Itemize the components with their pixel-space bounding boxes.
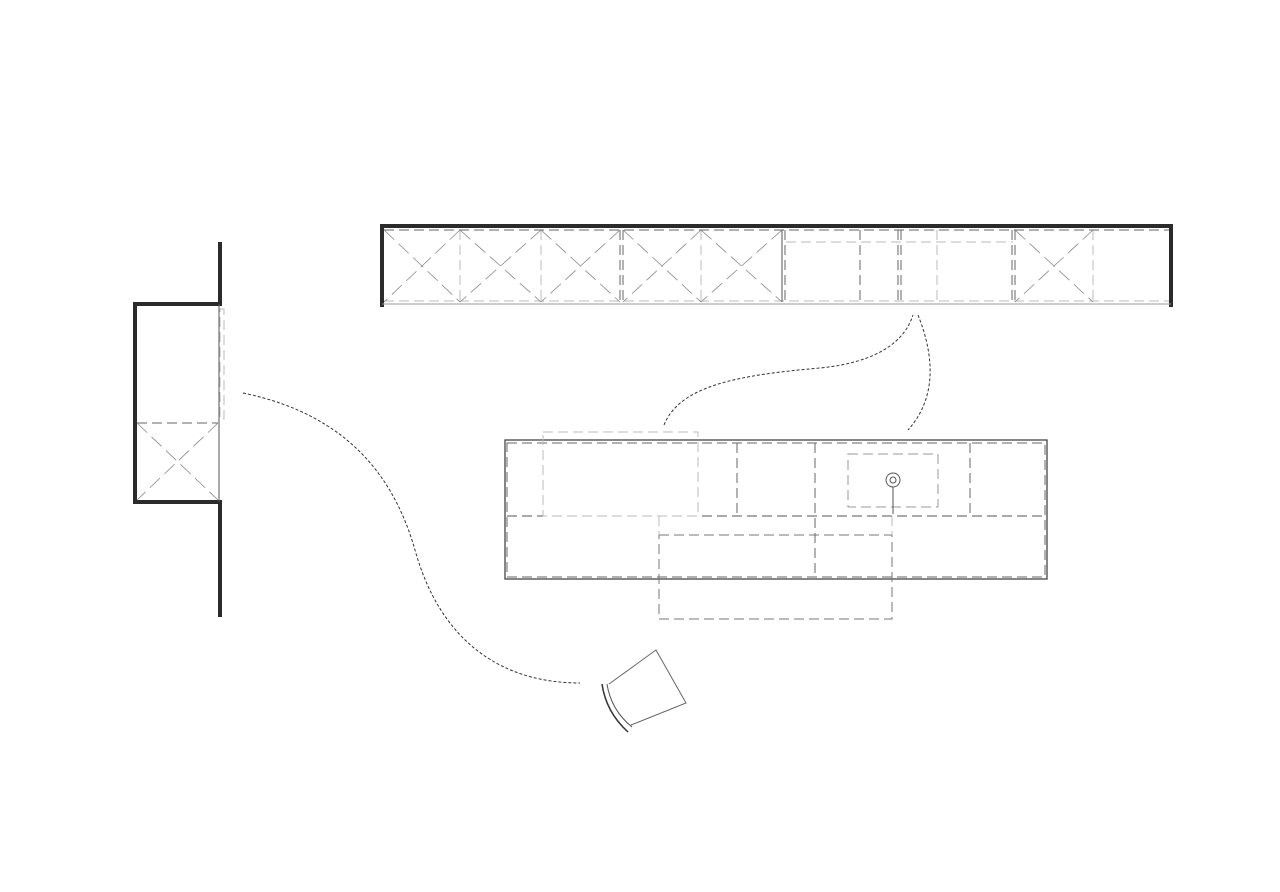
island-outline bbox=[504, 439, 1048, 580]
tap-inner-icon bbox=[889, 476, 897, 484]
cabinet-door-cross bbox=[459, 229, 542, 303]
cabinet-door-cross bbox=[700, 229, 783, 303]
chair bbox=[601, 649, 687, 733]
path-niche-to-chair bbox=[242, 392, 581, 684]
niche-cross-1 bbox=[136, 422, 219, 501]
niche-cabinet bbox=[133, 242, 225, 617]
cabinet-door-cross bbox=[1014, 229, 1094, 303]
path-island-to-cabinet bbox=[663, 314, 914, 426]
niche-door-panel bbox=[219, 308, 225, 420]
island-inner-outline bbox=[506, 442, 1046, 578]
cabinet-door-cross bbox=[383, 229, 461, 303]
niche-wall bbox=[133, 242, 222, 617]
wall-cabinet-run bbox=[380, 224, 1173, 307]
cabinet-wall bbox=[380, 224, 1173, 307]
cooktop-outline bbox=[542, 431, 699, 517]
overhang-outline bbox=[658, 534, 893, 620]
cabinet-door-cross bbox=[622, 229, 702, 303]
chair-seat bbox=[608, 649, 687, 726]
cabinet-door-cross bbox=[700, 229, 783, 303]
chair-back bbox=[601, 683, 629, 733]
cabinet-door-cross bbox=[540, 229, 621, 303]
cabinet-door-cross bbox=[459, 229, 542, 303]
tap-icon bbox=[885, 472, 901, 488]
path-cabinet-to-sink bbox=[907, 314, 931, 431]
kitchen-island bbox=[504, 431, 1048, 620]
chair-back-inner bbox=[606, 683, 633, 728]
niche-cross-2 bbox=[136, 422, 219, 501]
